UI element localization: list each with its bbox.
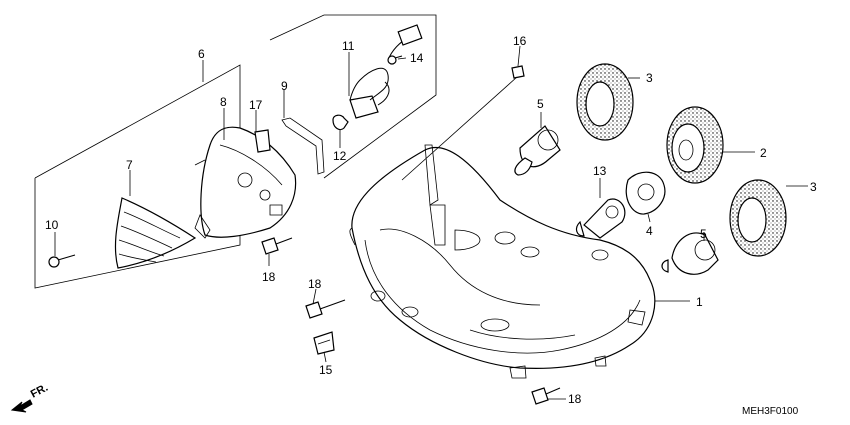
clip-nut-15 — [313, 331, 335, 355]
callout-13: 13 — [593, 164, 607, 178]
dust-cover-3b — [729, 179, 787, 257]
callout-7: 7 — [126, 158, 133, 172]
screw-14 — [387, 55, 403, 65]
front-arrow-icon — [10, 399, 33, 413]
bulb-5a — [514, 125, 561, 176]
bolt-18a — [261, 237, 293, 255]
callout-15: 15 — [319, 363, 333, 377]
front-direction-indicator: FR. — [10, 382, 50, 413]
gasket-9 — [281, 117, 325, 175]
callout-5a: 5 — [537, 97, 544, 111]
callout-10: 10 — [45, 218, 59, 232]
callout-18a: 18 — [262, 270, 276, 284]
callout-6: 6 — [198, 47, 205, 61]
callout-17: 17 — [249, 98, 263, 112]
bolt-18c — [531, 387, 561, 405]
callout-12: 12 — [333, 149, 347, 163]
assembly-outline-11 — [269, 14, 437, 179]
leader-16 — [401, 76, 518, 181]
callout-14: 14 — [410, 51, 424, 65]
callout-3a: 3 — [646, 71, 653, 85]
turn-signal-housing — [194, 126, 297, 239]
clip-17 — [254, 129, 271, 153]
callout-3b: 3 — [810, 180, 817, 194]
bulb-12 — [332, 114, 349, 131]
socket-4 — [625, 171, 666, 215]
direction-label: FR. — [29, 382, 50, 401]
leader-lines — [54, 45, 808, 400]
socket-harness-11 — [349, 24, 423, 119]
callout-8: 8 — [220, 95, 227, 109]
bulb-5b — [661, 232, 719, 275]
callout-9: 9 — [281, 79, 288, 93]
bulb-13 — [575, 198, 626, 239]
callout-16: 16 — [513, 34, 527, 48]
diagram-code: MEH3F0100 — [742, 406, 799, 417]
callout-1: 1 — [696, 295, 703, 309]
callout-18b: 18 — [308, 277, 322, 291]
dust-cover-2 — [666, 106, 724, 184]
bolt-18b — [305, 299, 346, 319]
screw-10 — [48, 254, 76, 268]
assembly-outline-6 — [34, 64, 241, 289]
screw-16 — [511, 65, 525, 79]
turn-signal-lens — [114, 197, 197, 269]
headlight-housing — [349, 144, 656, 379]
callout-labels: 1 2 3 3 4 5 5 6 7 8 9 10 11 12 13 14 15 … — [45, 34, 817, 406]
callout-4: 4 — [646, 224, 653, 238]
callout-18c: 18 — [568, 392, 582, 406]
dust-cover-3a — [576, 63, 634, 141]
callout-11: 11 — [342, 39, 355, 53]
callout-2: 2 — [760, 146, 767, 160]
callout-5b: 5 — [700, 227, 707, 241]
